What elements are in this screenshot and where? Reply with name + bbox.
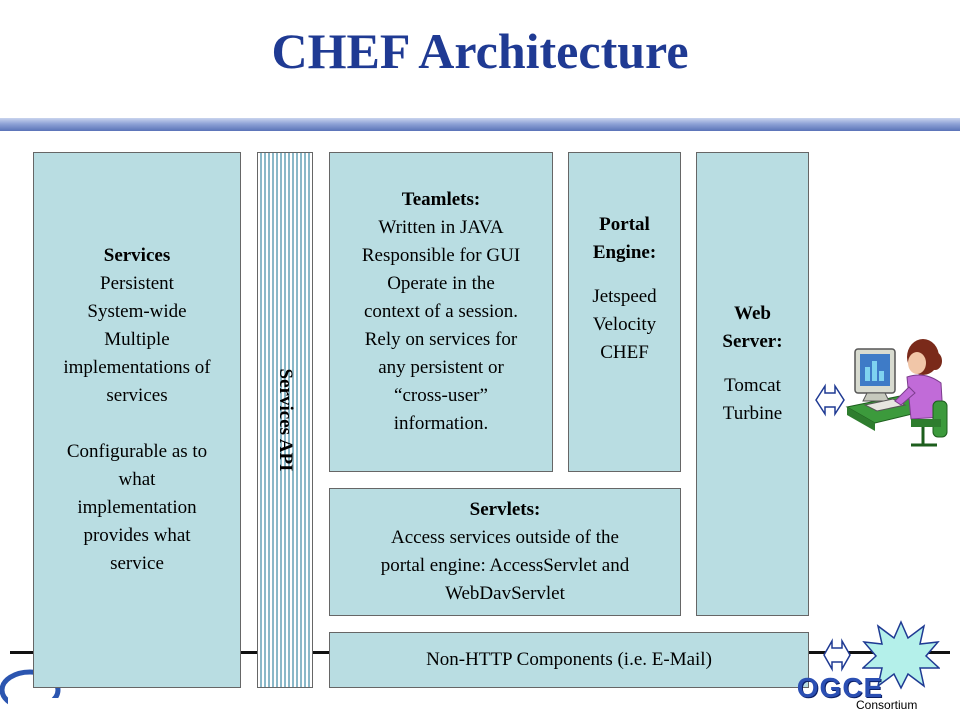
- services-heading: Services: [103, 245, 171, 266]
- services-line: services: [106, 385, 168, 406]
- services-api-bar: [257, 152, 313, 688]
- web-server-heading: Server:: [722, 331, 783, 352]
- services-line: service: [110, 553, 164, 574]
- services-line: what: [118, 469, 156, 490]
- portal-heading: Portal: [599, 214, 650, 235]
- services-box: Services Persistent System-wide Multiple…: [33, 152, 241, 688]
- teamlets-line: any persistent or: [378, 357, 504, 378]
- web-server-box: Web Server: Tomcat Turbine: [696, 152, 809, 616]
- teamlets-line: information.: [393, 413, 489, 434]
- web-server-line: Tomcat: [724, 375, 781, 396]
- non-http-components-box: Non-HTTP Components (i.e. E-Mail): [329, 632, 809, 688]
- portal-line: Velocity: [592, 314, 657, 335]
- web-server-heading: Web: [734, 303, 771, 324]
- services-line: implementations of: [63, 357, 211, 378]
- ogce-logo: OGCE: [796, 672, 884, 703]
- web-server-line: Turbine: [722, 403, 783, 424]
- teamlets-line: “cross-user”: [394, 385, 488, 406]
- double-arrow-icon: [815, 383, 845, 417]
- portal-line: Jetspeed: [592, 286, 657, 307]
- teamlets-line: Rely on services for: [364, 329, 518, 350]
- servlets-line: WebDavServlet: [445, 583, 565, 604]
- servlets-line: Access services outside of the: [391, 527, 619, 548]
- services-line: System-wide: [87, 301, 187, 322]
- services-line: Configurable as to: [66, 441, 208, 462]
- double-arrow-icon: [823, 638, 851, 672]
- teamlets-line: Responsible for GUI: [361, 245, 521, 266]
- starburst-icon: [862, 620, 940, 690]
- portal-heading: Engine:: [592, 242, 657, 263]
- teamlets-heading: Teamlets:: [401, 189, 481, 210]
- slide-title: CHEF Architecture: [271, 23, 689, 79]
- portal-line: CHEF: [600, 342, 649, 363]
- servlets-box: Servlets: Access services outside of the…: [329, 488, 681, 616]
- non-http-label: Non-HTTP Components (i.e. E-Mail): [426, 649, 712, 670]
- consortium-label: Consortium: [856, 698, 918, 712]
- teamlets-line: Written in JAVA: [378, 217, 504, 238]
- servlets-line: portal engine: AccessServlet and: [380, 555, 630, 576]
- services-line: implementation: [77, 497, 197, 518]
- services-line: Persistent: [100, 273, 174, 294]
- services-api-label: Services API: [275, 368, 296, 472]
- nmi-logo: [0, 669, 68, 718]
- servlets-heading: Servlets:: [469, 499, 541, 520]
- teamlets-box: Teamlets: Written in JAVA Responsible fo…: [329, 152, 553, 472]
- teamlets-line: context of a session.: [363, 301, 519, 322]
- title-underline-bar: [0, 118, 960, 131]
- computer-user-icon: [845, 339, 948, 447]
- teamlets-line: Operate in the: [387, 273, 495, 294]
- portal-engine-box: Portal Engine: Jetspeed Velocity CHEF: [568, 152, 681, 472]
- services-line: Multiple: [104, 329, 170, 350]
- services-line: provides what: [83, 525, 191, 546]
